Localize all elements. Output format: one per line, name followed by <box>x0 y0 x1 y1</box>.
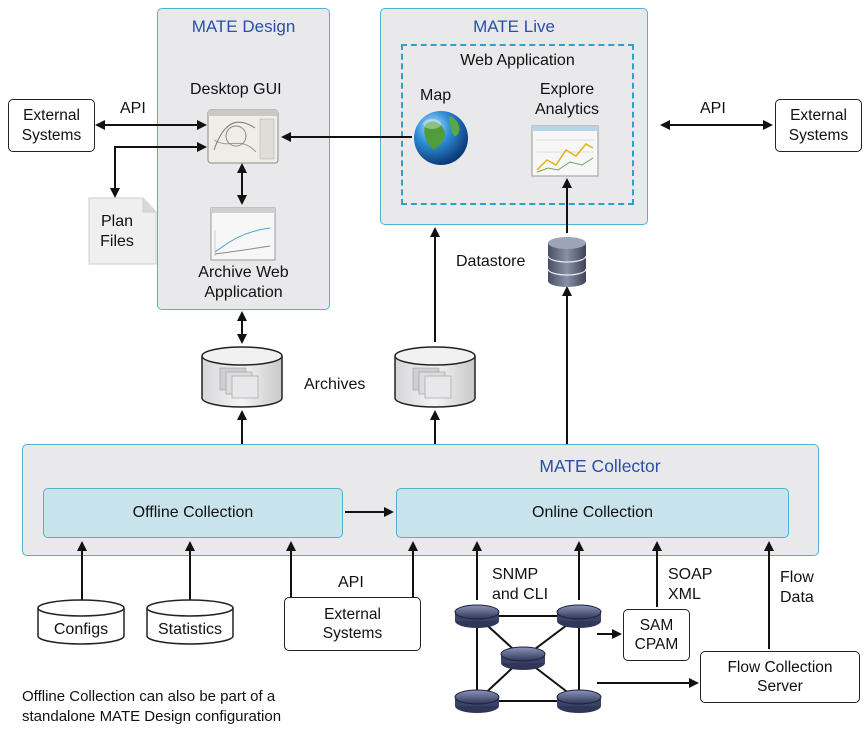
soap-line2: XML <box>668 585 701 603</box>
router-icon <box>556 604 602 628</box>
archive-web-app-line1: Archive Web <box>198 264 289 281</box>
archives-cylinder-2 <box>394 346 476 408</box>
offline-collection-label: Offline Collection <box>132 504 254 521</box>
router-icons <box>454 604 602 713</box>
snmp-cli-label: SNMP and CLI <box>492 565 548 604</box>
analytics-label: Analytics <box>534 100 600 118</box>
mate-collector-title: MATE Collector <box>539 456 661 476</box>
cpam-label: CPAM <box>634 636 679 653</box>
plan-files-line1: Plan <box>100 213 134 230</box>
archives-label: Archives <box>304 376 366 393</box>
flow-line2: Data <box>780 588 814 606</box>
archive-web-app-label: Archive Web Application <box>157 263 330 302</box>
plan-files-label: Plan Files <box>89 212 145 251</box>
snmp-line1: SNMP <box>492 566 539 583</box>
mate-live-title: MATE Live <box>473 17 555 36</box>
map-label: Map <box>420 87 452 104</box>
flow-line1: Flow <box>780 569 814 586</box>
online-collection-label: Online Collection <box>532 504 653 521</box>
soap-line1: SOAP <box>668 566 713 583</box>
plan-files-line2: Files <box>100 232 134 250</box>
api-bottom-label: API <box>338 574 364 591</box>
web-application-frame <box>401 44 634 205</box>
footnote-line1: Offline Collection can also be part of a <box>22 688 276 705</box>
datastore-label: Datastore <box>456 253 526 270</box>
external-systems-bottom-line2: Systems <box>322 625 383 642</box>
flow-server-line2: Server <box>757 678 803 695</box>
snmp-line2: and CLI <box>492 585 549 603</box>
router-icon <box>454 689 500 713</box>
archives-cylinder-1 <box>201 346 283 408</box>
datastore-icon <box>547 237 587 287</box>
web-application-label: Web Application <box>460 52 575 69</box>
online-collection-box: Online Collection <box>396 488 789 538</box>
archive-web-app-line2: Application <box>204 283 283 301</box>
router-icon <box>500 646 546 670</box>
router-mesh <box>476 615 580 702</box>
external-systems-left-line1: External <box>23 107 80 125</box>
configs-label: Configs <box>53 621 109 638</box>
external-systems-right-line2: Systems <box>788 126 849 144</box>
statistics-label: Statistics <box>157 621 222 638</box>
footnote-line2: standalone MATE Design configuration <box>22 707 282 725</box>
explore-label: Explore <box>539 81 595 98</box>
offline-collection-box: Offline Collection <box>43 488 343 538</box>
external-systems-right-line1: External <box>790 107 847 125</box>
router-icon <box>454 604 500 628</box>
explore-analytics-label: Explore Analytics <box>522 80 612 119</box>
flow-server-line1: Flow Collection <box>727 658 833 676</box>
flow-data-label: Flow Data <box>780 568 814 607</box>
sam-label: SAM <box>639 616 674 634</box>
api-right-label: API <box>700 100 726 117</box>
soap-xml-label: SOAP XML <box>668 565 712 604</box>
footnote: Offline Collection can also be part of a… <box>22 687 281 726</box>
mate-design-title: MATE Design <box>191 17 296 36</box>
external-systems-bottom-line1: External <box>324 605 381 623</box>
external-systems-left-line2: Systems <box>21 126 82 144</box>
router-icon <box>556 689 602 713</box>
api-left-label: API <box>120 100 146 117</box>
desktop-gui-label: Desktop GUI <box>190 81 282 98</box>
sam-cpam-box: SAM CPAM <box>623 609 690 661</box>
